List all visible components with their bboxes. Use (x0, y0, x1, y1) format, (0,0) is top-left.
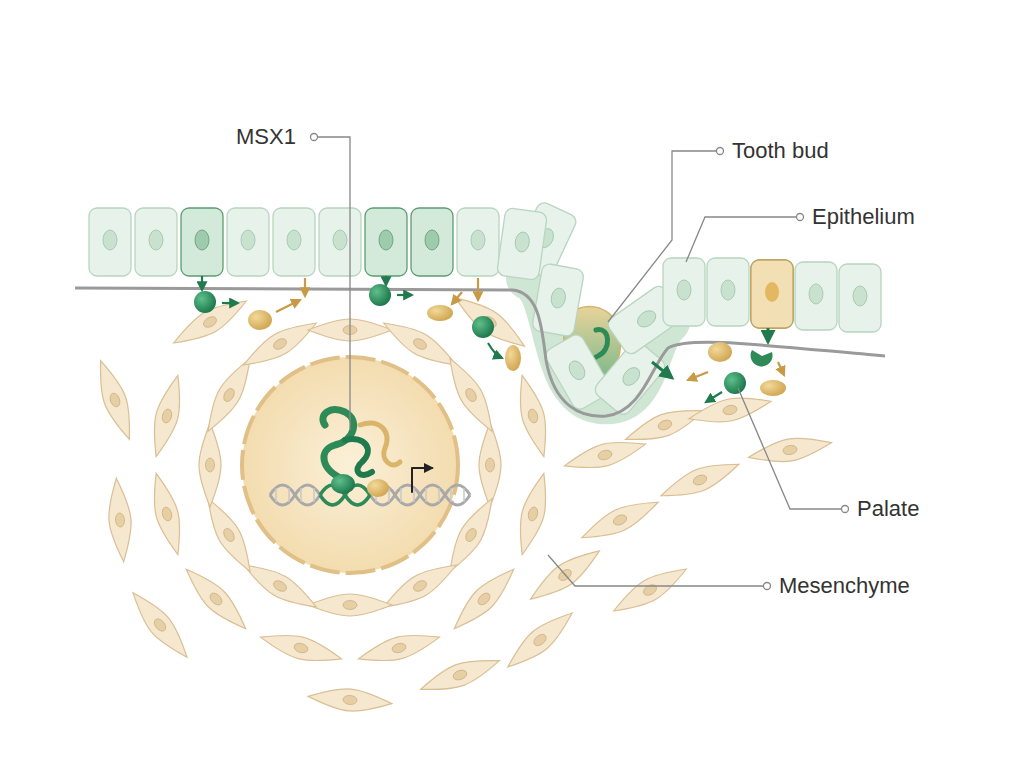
part-label: Epithelium (812, 204, 915, 230)
msx1-protein (323, 410, 432, 497)
part-label: MSX1 (236, 124, 296, 150)
part-label: Mesenchyme (779, 573, 910, 599)
part-label: Palate (857, 496, 919, 522)
basement-membrane (75, 288, 885, 416)
leader-lines (311, 134, 849, 590)
epithelium-cells (89, 207, 881, 332)
signalling-molecules (194, 276, 786, 402)
part-label: Tooth bud (732, 138, 829, 164)
mesenchyme-cells (90, 289, 833, 715)
